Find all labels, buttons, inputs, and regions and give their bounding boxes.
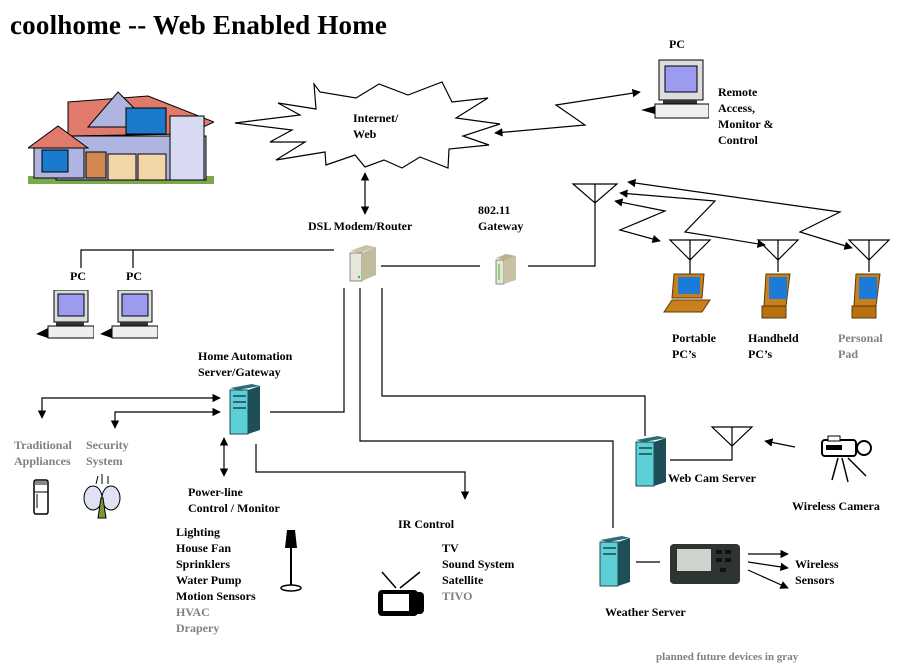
desktop-pc-icon (641, 59, 709, 119)
link-homeauto-ir (255, 444, 470, 500)
remote-desc-line: Remote (718, 85, 758, 99)
video-camera-icon (821, 435, 872, 483)
home-automation-label-2: Server/Gateway (198, 365, 281, 379)
traditional-label-2: Appliances (14, 454, 71, 468)
server-tower-icon (229, 384, 260, 435)
link-dsl-weather (359, 288, 614, 528)
server-tower-icon (635, 436, 666, 487)
personal-pad-label-1: Personal (838, 331, 883, 345)
ir-control-label: IR Control (398, 517, 455, 531)
link-dsl-homeauto (270, 288, 345, 413)
ir-item: Sound System (442, 557, 515, 571)
server-tower-icon (599, 536, 630, 587)
television-icon (378, 571, 424, 616)
dsl-label: DSL Modem/Router (308, 219, 413, 233)
local-pc-label-2: PC (126, 269, 142, 283)
gateway-label-2: Gateway (478, 219, 524, 233)
gateway-label-1: 802.11 (478, 203, 511, 217)
powerline-item: Sprinklers (176, 557, 231, 571)
handheld-pc-label-1: Handheld (748, 331, 799, 345)
handheld-pc-icon (761, 273, 791, 319)
ir-item: TV (442, 541, 459, 555)
home-automation-label-1: Home Automation (198, 349, 293, 363)
ir-item: Satellite (442, 573, 484, 587)
remote-pc-label: PC (669, 37, 685, 51)
ir-device-list: TV Sound System Satellite TIVO (442, 540, 514, 604)
internet-cloud (234, 81, 501, 169)
powerline-item: Lighting (176, 525, 221, 539)
remote-desc-line: Monitor & (718, 117, 774, 131)
legend-footnote: planned future devices in gray (656, 651, 799, 663)
personal-pad-icon (851, 273, 881, 319)
powerline-item: Motion Sensors (176, 589, 256, 603)
security-label-2: System (86, 454, 123, 468)
link-gateway-antenna (528, 200, 596, 267)
wireless-sensors-label-2: Sensors (795, 573, 835, 587)
link-internet-remotepc (494, 89, 641, 137)
powerline-item-future: HVAC (176, 605, 210, 619)
weather-console-icon (670, 544, 740, 584)
wireless-gateway-icon (495, 254, 516, 285)
portable-pc-label-1: Portable (672, 331, 716, 345)
powerline-label-2: Control / Monitor (188, 501, 280, 515)
laptop-icon (663, 273, 711, 313)
remote-desc-line: Control (718, 133, 758, 147)
powerline-device-list: Lighting House Fan Sprinklers Water Pump… (176, 524, 256, 636)
powerline-item: House Fan (176, 541, 232, 555)
internet-label-2: Web (353, 127, 377, 141)
diagram-title: coolhome -- Web Enabled Home (10, 10, 388, 40)
refrigerator-icon (33, 479, 49, 515)
security-label-1: Security (86, 438, 129, 452)
powerline-label-1: Power-line (188, 485, 243, 499)
traditional-label-1: Traditional (14, 438, 72, 452)
handheld-pc-label-2: PC’s (748, 347, 773, 361)
wireless-camera-label: Wireless Camera (792, 499, 880, 513)
security-alarm-icon (83, 474, 121, 519)
floor-lamp-icon (280, 530, 302, 592)
portable-pc-label-2: PC’s (672, 347, 697, 361)
remote-pc-desc: Remote Access, Monitor & Control (718, 84, 773, 148)
powerline-item: Water Pump (176, 573, 242, 587)
powerline-item-future: Drapery (176, 621, 220, 635)
ir-item-future: TIVO (442, 589, 473, 603)
weather-server-label: Weather Server (605, 605, 686, 619)
wireless-sensors-label-1: Wireless (795, 557, 839, 571)
modem-router-icon (349, 245, 376, 282)
link-dsl-localpcs (80, 249, 334, 268)
personal-pad-label-2: Pad (838, 347, 859, 361)
webcam-server-label: Web Cam Server (668, 471, 756, 485)
house-icon (28, 91, 214, 184)
desktop-pc-icon (36, 290, 94, 339)
antenna-main (571, 183, 619, 204)
remote-desc-line: Access, (718, 101, 755, 115)
desktop-pc-icon (100, 290, 158, 339)
local-pc-label-1: PC (70, 269, 86, 283)
internet-label-1: Internet/ (353, 111, 399, 125)
link-dsl-webcam (381, 288, 646, 436)
